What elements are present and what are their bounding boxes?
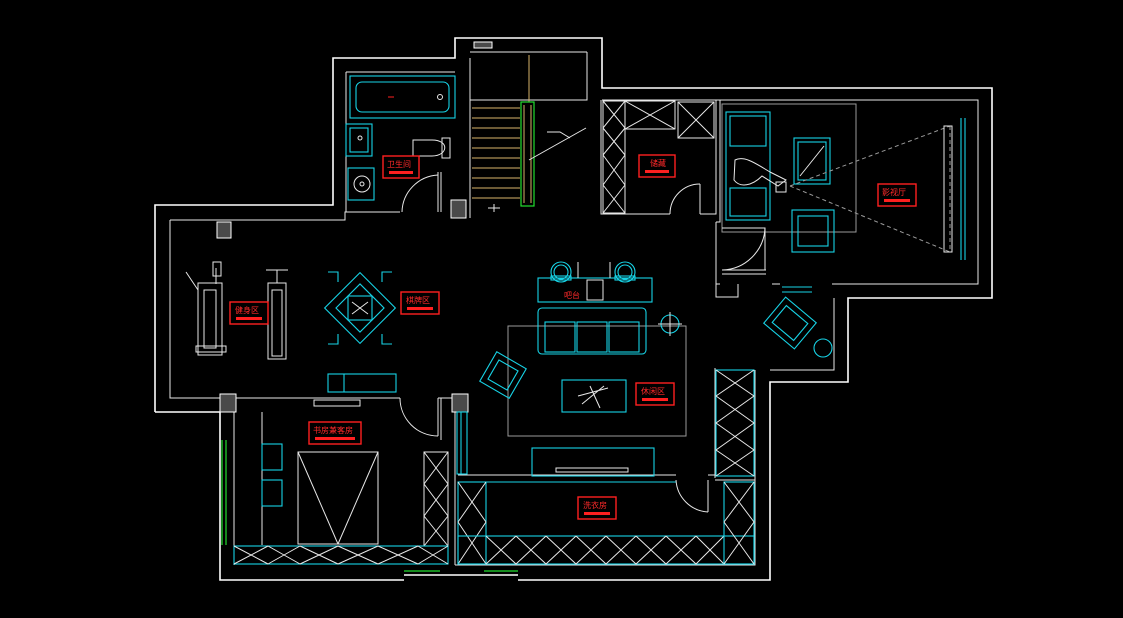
label-leisure: 休闲区 [635, 382, 675, 406]
leisure-area-furniture [479, 307, 687, 477]
tv-console [313, 373, 397, 407]
av-room-furniture [721, 103, 953, 275]
label-av-room: 影视厅 [877, 183, 917, 207]
outer-walls [154, 37, 993, 581]
label-bathroom-text: 卫生间 [387, 159, 411, 169]
label-laundry-text: 洗衣房 [583, 500, 607, 510]
windows [221, 118, 966, 572]
lounge-chair [762, 296, 833, 358]
label-storage: 储藏 [638, 154, 676, 178]
label-leisure-text: 休闲区 [641, 386, 665, 396]
study-room-furniture [233, 397, 449, 565]
label-laundry: 洗衣房 [577, 496, 617, 520]
cabinet-column [456, 369, 755, 477]
label-bathroom: 卫生间 [382, 155, 420, 179]
label-av-room-text: 影视厅 [882, 187, 906, 197]
laundry-cabinets [457, 479, 755, 565]
label-fitness: 健身区 [229, 301, 269, 325]
label-study: 书房兼客房 [308, 421, 362, 445]
staircase [472, 55, 587, 212]
label-storage-text: 储藏 [650, 158, 666, 168]
label-bar: 吧台 [564, 290, 580, 300]
storage-cabinets [602, 100, 715, 215]
bathroom-fixtures [345, 75, 456, 213]
label-chess-text: 棋牌区 [406, 295, 430, 305]
label-study-text: 书房兼客房 [313, 425, 353, 435]
label-fitness-text: 健身区 [235, 305, 259, 315]
bar-counter [537, 261, 653, 303]
card-table-set [323, 271, 397, 345]
columns [216, 41, 493, 413]
label-chess: 棋牌区 [400, 291, 440, 315]
label-bar-text: 吧台 [564, 290, 580, 300]
